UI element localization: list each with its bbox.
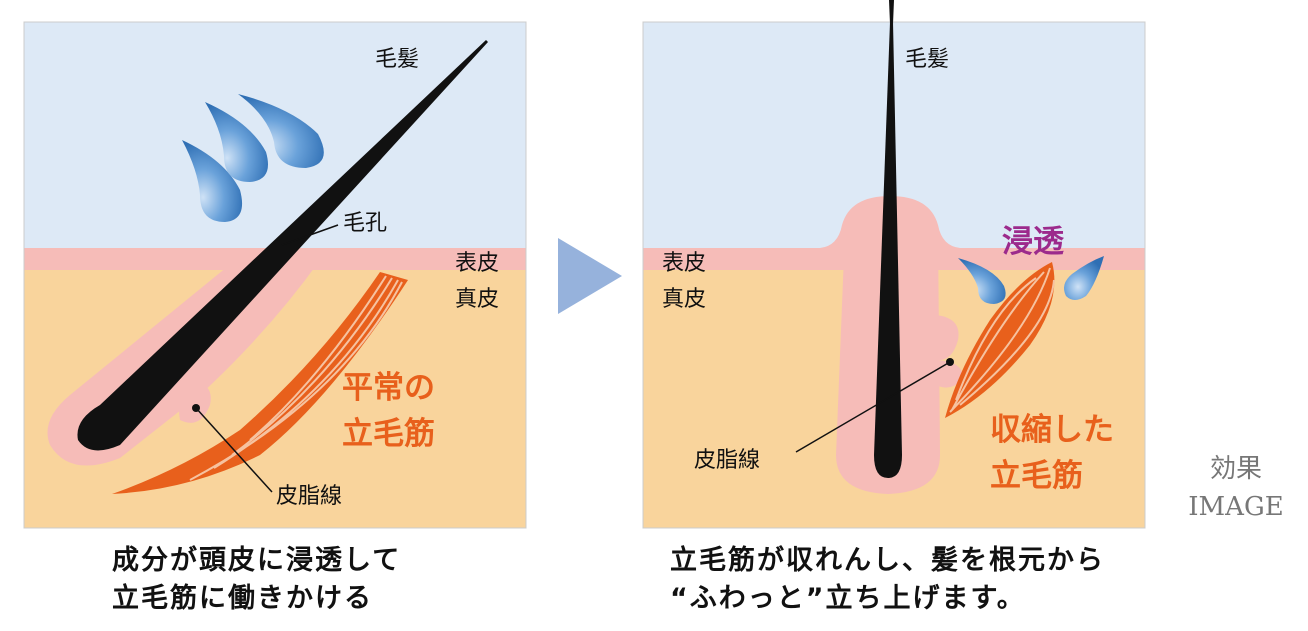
left-dermis-label: 真皮 xyxy=(455,287,499,312)
left-caption-line-2: 立毛筋に働きかける xyxy=(112,583,373,614)
left-pore-leader xyxy=(281,224,339,246)
right-panel xyxy=(643,22,1145,528)
effect-image-note: 効果 IMAGE xyxy=(1174,450,1298,526)
left-caption-line-1: 成分が頭皮に浸透して xyxy=(112,545,402,576)
right-muscle-fibers xyxy=(949,267,1055,413)
right-muscle-label-2: 立毛筋 xyxy=(990,458,1083,494)
left-panel xyxy=(24,22,526,528)
left-drop-1 xyxy=(182,140,243,222)
left-muscle-label-1: 平常の xyxy=(342,370,435,406)
left-muscle-fibers xyxy=(189,275,403,481)
right-caption-line-1: 立毛筋が収れんし、髪を根元から xyxy=(670,545,1105,576)
right-hair-label: 毛髪 xyxy=(905,47,949,72)
left-gland-small xyxy=(196,371,213,384)
right-panel-border xyxy=(642,21,1146,529)
left-epidermis-label: 表皮 xyxy=(455,251,499,276)
right-gland-dot xyxy=(946,358,954,366)
left-drop-3 xyxy=(238,94,324,168)
left-drop-2 xyxy=(205,102,268,182)
right-sebaceous-gland xyxy=(936,315,959,361)
left-caption: 成分が頭皮に浸透して 立毛筋に働きかける xyxy=(112,542,401,618)
right-gland-leader xyxy=(795,361,951,453)
right-muscle xyxy=(945,262,1055,418)
right-caption: 立毛筋が収れんし、髪を根元から “ふわっと”立ち上げます。 xyxy=(670,542,1105,618)
side-note-line-2: IMAGE xyxy=(1188,492,1284,522)
right-epidermis-label: 表皮 xyxy=(662,251,706,276)
right-dermis-label: 真皮 xyxy=(662,287,706,312)
left-hair-label: 毛髪 xyxy=(375,47,419,72)
left-muscle xyxy=(112,272,408,494)
right-hair-tip xyxy=(889,0,894,24)
right-drop-2 xyxy=(1064,256,1104,300)
right-penetration-label: 浸透 xyxy=(1002,224,1064,260)
left-sebaceous-gland xyxy=(179,380,211,423)
right-caption-line-2: “ふわっと”立ち上げます。 xyxy=(670,583,1026,614)
right-gland-label: 皮脂線 xyxy=(694,448,760,473)
right-drop-1 xyxy=(958,258,1006,304)
right-hair xyxy=(874,22,902,478)
side-note-line-1: 効果 xyxy=(1209,454,1262,484)
left-gland-label: 皮脂線 xyxy=(276,484,342,509)
left-muscle-label-2: 立毛筋 xyxy=(342,416,435,452)
left-pore-label: 毛孔 xyxy=(343,211,387,236)
left-panel-border xyxy=(23,21,527,529)
left-gland-dot xyxy=(192,404,200,412)
transition-arrow xyxy=(558,238,622,314)
right-muscle-label-1: 収縮した xyxy=(990,412,1114,448)
left-gland-leader xyxy=(195,407,273,493)
